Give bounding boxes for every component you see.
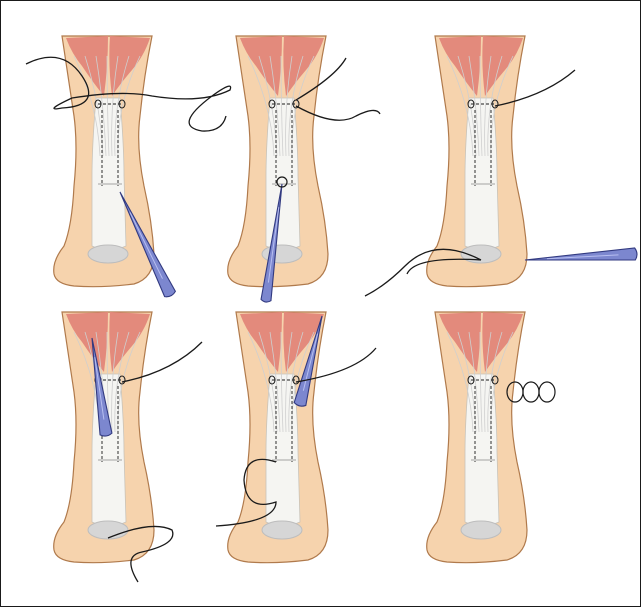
leg-illustration (54, 36, 154, 287)
needle (525, 248, 637, 260)
leg-illustration (54, 312, 154, 563)
panel-6 (427, 312, 555, 563)
knot-loop (539, 382, 555, 402)
leg-illustration (427, 312, 527, 563)
knot-loop (523, 382, 539, 402)
leg-illustration (228, 36, 328, 287)
panel-2 (228, 36, 380, 302)
panel-4 (54, 312, 202, 582)
panel-5 (216, 312, 376, 563)
panel-3 (365, 36, 637, 296)
panel-1 (26, 36, 231, 297)
